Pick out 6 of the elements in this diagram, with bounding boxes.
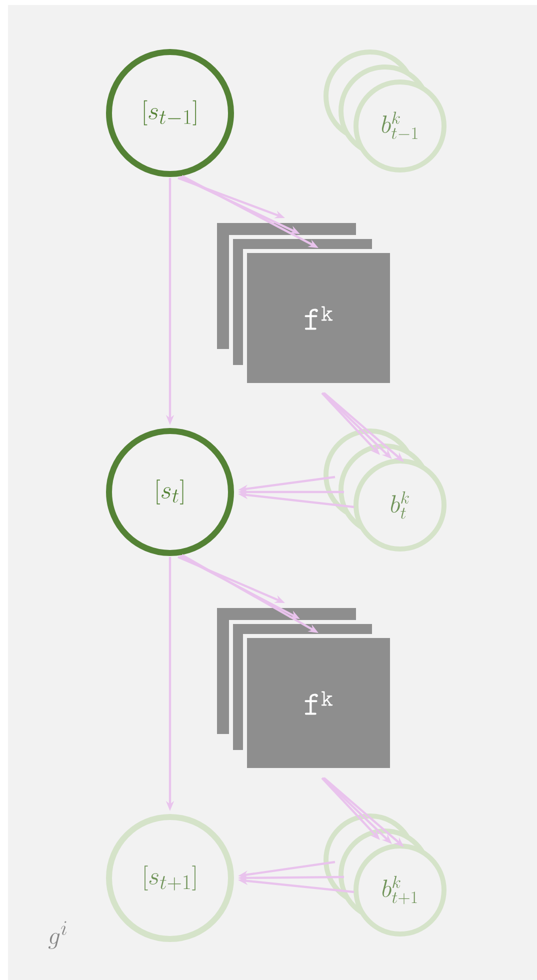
- circle-stack: $b^{k}_{t+1}$: [324, 814, 446, 936]
- circle-stack: $b^{k}_{t}$: [324, 428, 446, 552]
- panel-label: $g^{i}$: [48, 921, 66, 949]
- circle-stack: $b^{k}_{t-1}$: [324, 50, 446, 172]
- box-stack: $\mathtt{f}^{\mathtt{k}}$: [213, 219, 394, 387]
- box-stack: $\mathtt{f}^{\mathtt{k}}$: [213, 604, 394, 772]
